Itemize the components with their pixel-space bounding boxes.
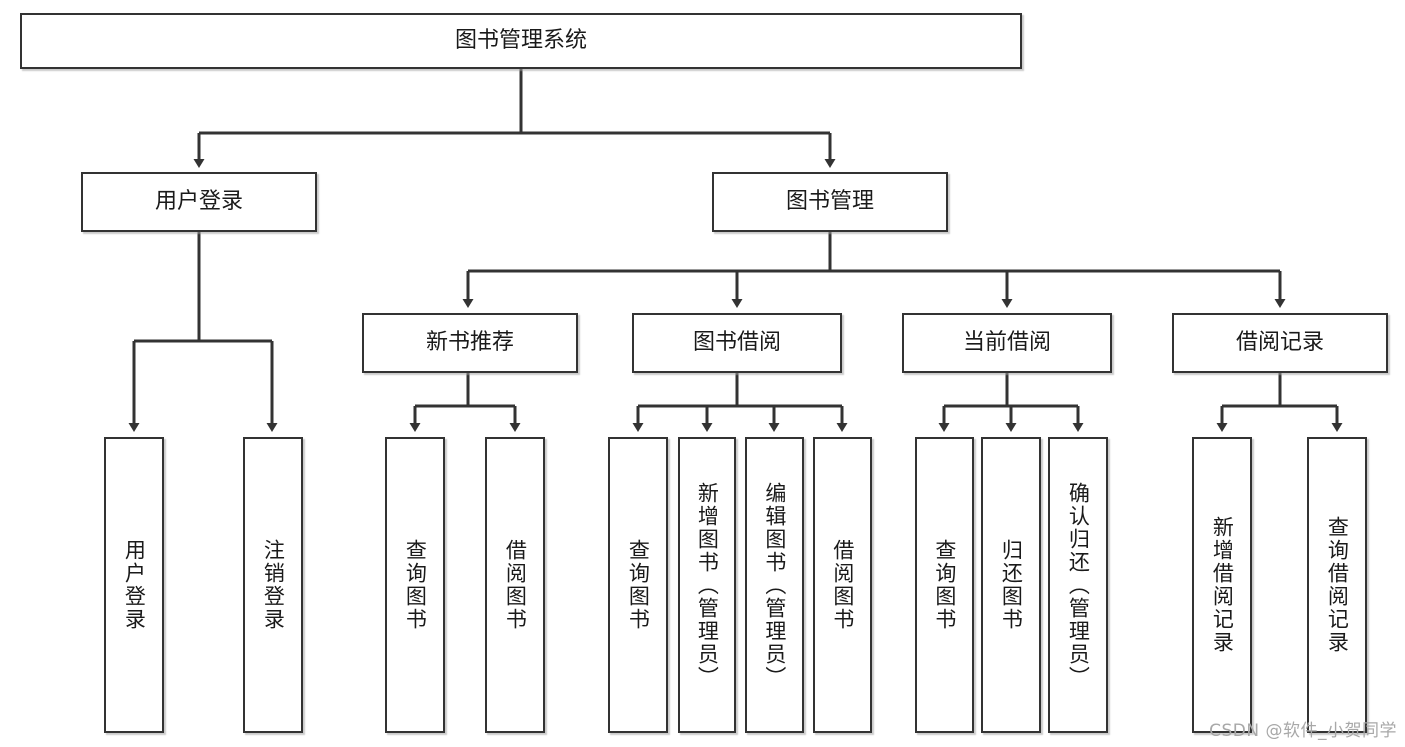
node-leaf-edit-book-admin-label: 编辑图书（管理员） <box>762 481 787 689</box>
node-book-borrow[interactable]: 图书借阅 <box>632 313 842 373</box>
node-leaf-user-login[interactable]: 用户登录 <box>104 437 164 733</box>
node-leaf-return-book[interactable]: 归还图书 <box>981 437 1041 733</box>
node-borrow-record-label: 借阅记录 <box>1235 330 1324 356</box>
node-new-book-rec[interactable]: 新书推荐 <box>362 313 578 373</box>
node-new-book-rec-label: 新书推荐 <box>425 330 514 356</box>
node-leaf-logout[interactable]: 注销登录 <box>243 437 303 733</box>
watermark-text: CSDN @软件_小贺同学 <box>1209 721 1397 741</box>
node-leaf-add-book-admin-label: 新增图书（管理员） <box>695 481 720 689</box>
node-leaf-query-book-rec[interactable]: 查询图书 <box>385 437 445 733</box>
node-book-manage[interactable]: 图书管理 <box>712 172 948 232</box>
node-leaf-confirm-return-admin[interactable]: 确认归还（管理员） <box>1048 437 1108 733</box>
node-leaf-add-borrow-record[interactable]: 新增借阅记录 <box>1192 437 1252 733</box>
node-leaf-query-book-current-label: 查询图书 <box>932 539 957 631</box>
node-current-borrow-label: 当前借阅 <box>962 330 1051 356</box>
node-leaf-user-login-label: 用户登录 <box>122 539 147 631</box>
node-leaf-query-book-rec-label: 查询图书 <box>403 539 428 631</box>
node-leaf-query-book-borrow-label: 查询图书 <box>626 539 651 631</box>
node-leaf-return-book-label: 归还图书 <box>999 539 1024 631</box>
node-leaf-borrow-book-rec-label: 借阅图书 <box>503 539 528 631</box>
node-root[interactable]: 图书管理系统 <box>20 13 1022 69</box>
node-leaf-add-book-admin[interactable]: 新增图书（管理员） <box>678 437 736 733</box>
node-book-borrow-label: 图书借阅 <box>692 330 781 356</box>
node-leaf-borrow-book-label: 借阅图书 <box>830 539 855 631</box>
node-current-borrow[interactable]: 当前借阅 <box>902 313 1112 373</box>
node-leaf-add-borrow-record-label: 新增借阅记录 <box>1210 516 1235 654</box>
node-book-manage-label: 图书管理 <box>785 189 874 215</box>
node-leaf-query-book-borrow[interactable]: 查询图书 <box>608 437 668 733</box>
node-leaf-logout-label: 注销登录 <box>261 539 286 631</box>
node-leaf-edit-book-admin[interactable]: 编辑图书（管理员） <box>745 437 804 733</box>
node-leaf-borrow-book-rec[interactable]: 借阅图书 <box>485 437 545 733</box>
node-leaf-query-borrow-record-label: 查询借阅记录 <box>1325 516 1350 654</box>
node-leaf-borrow-book[interactable]: 借阅图书 <box>813 437 872 733</box>
node-leaf-query-book-current[interactable]: 查询图书 <box>915 437 974 733</box>
node-root-label: 图书管理系统 <box>454 28 587 54</box>
node-user-login[interactable]: 用户登录 <box>81 172 317 232</box>
node-leaf-confirm-return-admin-label: 确认归还（管理员） <box>1066 481 1091 689</box>
node-user-login-label: 用户登录 <box>154 189 243 215</box>
node-leaf-query-borrow-record[interactable]: 查询借阅记录 <box>1307 437 1367 733</box>
node-borrow-record[interactable]: 借阅记录 <box>1172 313 1388 373</box>
